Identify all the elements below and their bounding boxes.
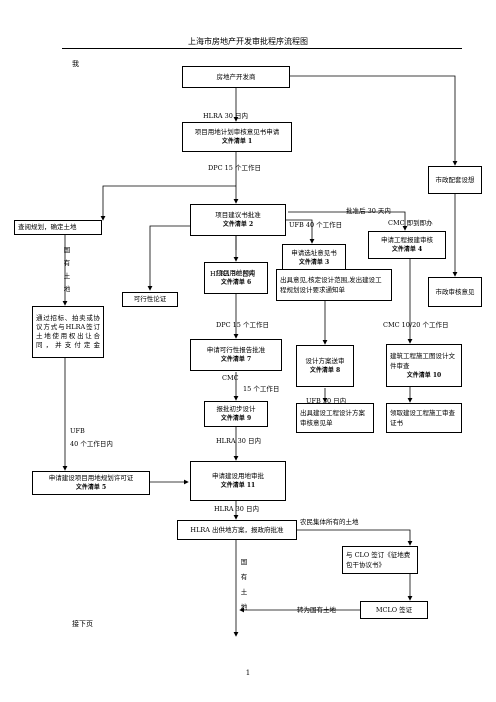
design-opinion-box: 出具意见,核定设计范围,发出建设工程规划设计要求通知单 (276, 269, 392, 301)
document-title: 上海市房地产开发审批程序流程图 (188, 37, 308, 46)
note-hlra-30-c: HLRA 30 日内 (216, 437, 261, 445)
report-review-form: 文件清单 4 (391, 246, 423, 254)
land-permit-title: 申请建设项目用地规划许可证 (48, 474, 134, 483)
feasibility-report-form: 文件清单 7 (220, 356, 252, 364)
note-hlra-30-d: HLRA 30 日内 (214, 505, 259, 513)
proposal-box: 项目建议书批准 文件清单 2 (190, 204, 286, 236)
construction-review-title: 建筑工程施工图设计文件审查 (390, 351, 455, 370)
proposal-title: 项目建议书批准 (215, 211, 261, 220)
feasibility-argue-box: 可行性论证 (122, 292, 178, 307)
vchar: 地 (63, 285, 71, 293)
proposal-form: 文件清单 2 (222, 221, 254, 229)
land-plan-title: 项目用地计划审核意见书申请 (194, 128, 280, 137)
note-after-approval: 批准后 30 天内 (346, 207, 391, 215)
note-ufb-30: UFB 30 日内 (306, 397, 347, 405)
scheme-box: 设计方案送审 文件清单 8 (296, 345, 354, 387)
next-page-label: 接下页 (72, 620, 93, 628)
note-hlra-30-a: HLRA 30 日内 (203, 112, 248, 120)
me-label: 我 (72, 60, 79, 68)
prelim-design-title: 报批初步设计 (216, 405, 256, 414)
vchar: 地 (240, 603, 248, 611)
note-ufb-left-days: 40 个工作日内 (70, 440, 113, 448)
permit-cert-box: 领取建设工程施工审查证书 (386, 403, 462, 433)
clo-agreement-label: 与 CLO 签订《征地费包干协议书》 (346, 550, 411, 569)
prelim-design-box: 报批初步设计 文件清单 9 (204, 401, 268, 427)
site-opinion-title: 申请选址意见书 (291, 249, 337, 258)
mclo-label: MCLO 签证 (375, 605, 413, 614)
municipal-design-label: 市政配套设想 (435, 175, 475, 184)
survey-box: 查阅规划，确定土地 (14, 220, 102, 235)
pre-land-title: 项目用地预审 (216, 269, 256, 278)
note-cmc: CMC (222, 374, 239, 382)
land-approval-box: 申请建设用地审批 文件清单 11 (190, 461, 286, 501)
municipal-review-label: 市政审核意见 (435, 287, 475, 296)
hlra-supply-box: HLRA 出供地方案，报政府批准 (177, 520, 297, 540)
report-review-title: 申请工程报建审核 (381, 236, 433, 245)
note-cmc-reg: CMC 即到即办 (388, 219, 433, 227)
note-cmc-1020: CMC 10/20 个工作日 (383, 321, 449, 329)
bidding-box: 通过招标、拍卖或协议方式与HLRA签订土地使用权出让合同，并支付定金 (32, 306, 104, 358)
note-to-state-land: 转为国有土地 (297, 606, 336, 614)
clo-agreement-box: 与 CLO 签订《征地费包干协议书》 (342, 546, 418, 574)
land-permit-form: 文件清单 5 (75, 484, 107, 492)
bidding-label: 通过招标、拍卖或协议方式与HLRA签订土地使用权出让合同，并支付定金 (36, 313, 100, 350)
site-opinion-box: 申请选址意见书 文件清单 3 (282, 244, 346, 272)
permit-cert-label: 领取建设工程施工审查证书 (390, 408, 455, 427)
pre-land-form: 文件清单 6 (220, 279, 252, 287)
municipal-review-box: 市政审核意见 (428, 277, 482, 307)
state-land-vertical-2: 国 有 土 地 (240, 555, 248, 615)
note-ufb-40: UFB 40 个工作日 (289, 221, 343, 229)
site-opinion-form: 文件清单 3 (298, 259, 330, 267)
note-hlra-30-b: HLRA 30 日内 (210, 270, 255, 278)
report-review-box: 申请工程报建审核 文件清单 4 (368, 231, 446, 259)
construction-review-box: 建筑工程施工图设计文件审查 文件清单 10 (386, 344, 462, 387)
title-rule (62, 48, 462, 49)
land-approval-title: 申请建设用地审批 (212, 472, 264, 481)
land-permit-box: 申请建设项目用地规划许可证 文件清单 5 (32, 471, 150, 495)
developer-label: 房地产开发商 (216, 72, 256, 81)
page-number: 1 (245, 669, 251, 677)
note-collective-land: 农民集体所有的土地 (300, 518, 359, 526)
hlra-supply-label: HLRA 出供地方案，报政府批准 (190, 525, 284, 534)
scheme-opinion-label: 出具建设工程设计方案审核意见单 (300, 408, 365, 427)
feasibility-report-box: 申请可行性报告批准 文件清单 7 (190, 339, 282, 371)
state-land-vertical-1: 国 有 土 地 (63, 244, 71, 296)
scheme-opinion-box: 出具建设工程设计方案审核意见单 (296, 403, 374, 433)
municipal-design-box: 市政配套设想 (428, 166, 482, 194)
land-plan-box: 项目用地计划审核意见书申请 文件清单 1 (182, 122, 292, 152)
survey-label: 查阅规划，确定土地 (18, 223, 77, 232)
construction-review-form: 文件清单 10 (406, 371, 442, 379)
feasibility-argue-label: 可行性论证 (133, 295, 167, 304)
land-plan-form: 文件清单 1 (221, 138, 253, 146)
note-dpc-15-a: DPC 15 个工作日 (208, 164, 261, 172)
scheme-form: 文件清单 8 (309, 367, 341, 375)
note-dpc-15-b: DPC 15 个工作日 (216, 321, 269, 329)
note-ufb-left: UFB (70, 427, 85, 435)
prelim-design-form: 文件清单 9 (220, 415, 252, 423)
vchar: 土 (240, 588, 248, 596)
note-cmc-15-days: 15 个工作日 (243, 385, 280, 393)
scheme-title: 设计方案送审 (305, 357, 345, 366)
land-approval-form: 文件清单 11 (220, 482, 256, 490)
mclo-box: MCLO 签证 (360, 601, 428, 619)
pre-land-box: 项目用地预审 文件清单 6 (204, 262, 268, 294)
vchar: 国 (63, 246, 71, 254)
vchar: 国 (240, 558, 248, 566)
design-opinion-label: 出具意见,核定设计范围,发出建设工程规划设计要求通知单 (280, 275, 382, 294)
vchar: 有 (240, 573, 248, 581)
vchar: 土 (63, 272, 71, 280)
feasibility-report-title: 申请可行性报告批准 (206, 346, 266, 355)
vchar: 有 (63, 259, 71, 267)
developer-box: 房地产开发商 (182, 66, 290, 88)
